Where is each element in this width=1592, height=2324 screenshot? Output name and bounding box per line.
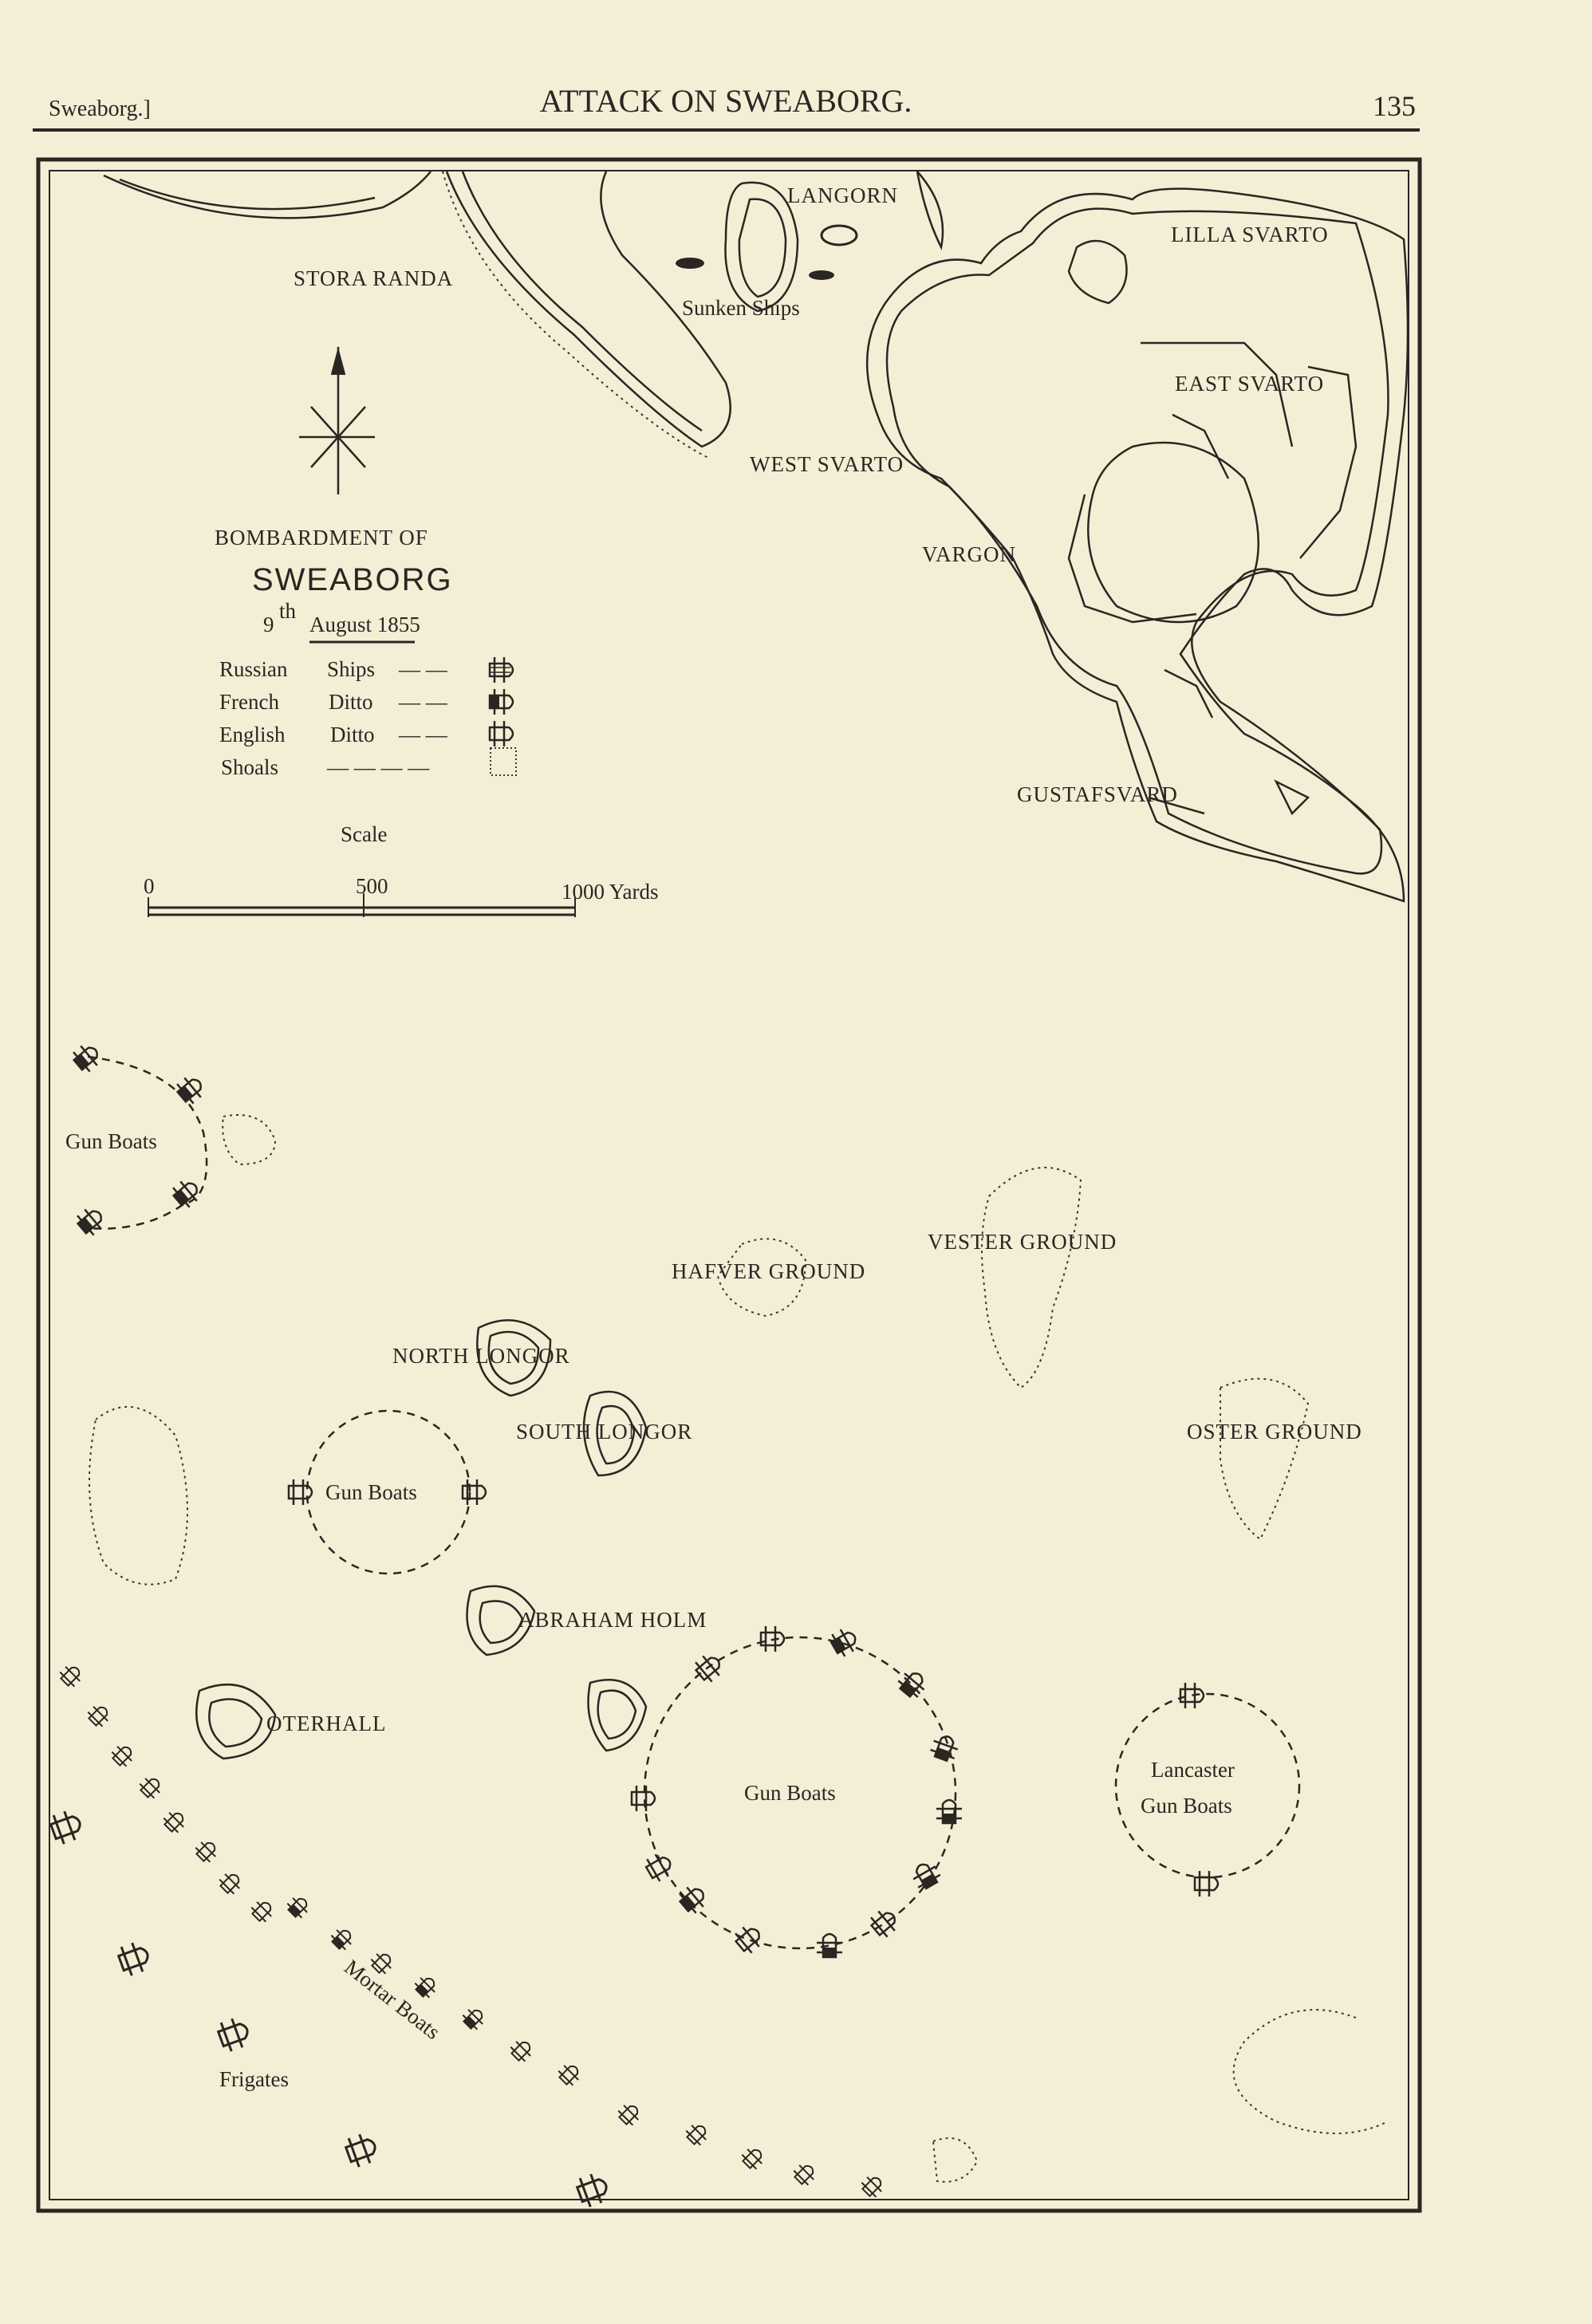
coastline-stora-randa (103, 171, 731, 459)
label-lancaster-gun-boats: Gun Boats (1141, 1794, 1232, 1818)
label-stora-randa: STORA RANDA (294, 266, 453, 290)
legend-row-russian: Russian Ships — — (219, 656, 514, 684)
label-gun-boats-west: Gun Boats (65, 1129, 157, 1153)
page-number: 135 (1373, 90, 1416, 122)
legend: Russian Ships — — French Ditto — — Engli… (219, 656, 517, 779)
label-east-svarto: EAST SVARTO (1175, 372, 1324, 396)
label-abraham-holm: ABRAHAM HOLM (518, 1608, 707, 1632)
gun-boats-south: Gun Boats (630, 1624, 963, 1959)
date-rest: August 1855 (309, 613, 420, 636)
gun-boats-center: Gun Boats (287, 1409, 487, 1575)
legend-kind: Ditto (330, 723, 375, 746)
label-hafver-ground: HAFVER GROUND (672, 1259, 865, 1283)
island-langorn (724, 171, 944, 313)
label-gustafsvard: GUSTAFSVARD (1017, 782, 1178, 806)
legend-nation: French (219, 690, 279, 714)
label-gun-boats-center: Gun Boats (325, 1480, 417, 1504)
label-oterhall: OTERHALL (266, 1711, 386, 1735)
scale-tick-500: 500 (356, 874, 388, 898)
shoals (89, 1114, 1389, 2183)
sunken-ships-markers (676, 224, 858, 280)
english-ship-icon (488, 719, 514, 748)
legend-dashes: — — (398, 690, 448, 714)
scale-bar: Scale 0 500 1000 Yards (144, 822, 659, 917)
date-day: 9 (263, 613, 274, 636)
legend-row-french: French Ditto — — (219, 687, 514, 716)
legend-dashes: — — — — (326, 755, 430, 779)
scale-label: Scale (341, 822, 387, 846)
label-south-longor: SOUTH LONGOR (516, 1420, 692, 1444)
label-gun-boats-south: Gun Boats (744, 1781, 836, 1805)
gun-boats-west: Gun Boats (65, 1039, 209, 1239)
label-west-svarto: WEST SVARTO (750, 452, 904, 476)
map-title-line1: BOMBARDMENT OF (215, 526, 428, 549)
legend-kind: Ditto (329, 690, 373, 714)
label-langorn: LANGORN (787, 183, 898, 207)
compass-rose-icon (299, 347, 375, 494)
legend-row-shoals: Shoals — — — — (221, 747, 517, 779)
chapter-title: ATTACK ON SWEABORG. (540, 83, 912, 119)
shoal-icon (490, 747, 517, 776)
date-suffix: th (279, 599, 297, 623)
label-oster-ground: OSTER GROUND (1187, 1420, 1362, 1444)
legend-nation: English (219, 723, 286, 746)
legend-row-english: English Ditto — — (219, 719, 514, 748)
russian-ship-icon (488, 656, 514, 684)
lancaster-gun-boats: Lancaster Gun Boats (1114, 1681, 1301, 1898)
label-mortar-boats: Mortar Boats (340, 1955, 444, 2044)
legend-kind: Ships (327, 657, 375, 681)
scale-tick-1000: 1000 Yards (562, 880, 659, 904)
scale-tick-0: 0 (144, 874, 155, 898)
label-lilla-svarto: LILLA SVARTO (1171, 223, 1329, 246)
running-head: Sweaborg.] (49, 97, 151, 121)
label-lancaster: Lancaster (1151, 1758, 1235, 1782)
frigates: Frigates (46, 1806, 613, 2211)
map-outer-frame (36, 157, 1422, 2213)
legend-dashes: — — (398, 723, 448, 746)
label-sunken-ships: Sunken Ships (682, 296, 800, 320)
mortar-boats-line: Mortar Boats (56, 1660, 888, 2201)
map-inner-frame (49, 170, 1409, 2200)
legend-nation: Russian (219, 657, 288, 681)
label-vester-ground: VESTER GROUND (928, 1230, 1117, 1254)
label-vargon: VARGON (922, 542, 1016, 566)
legend-dashes: — — (398, 657, 448, 681)
map-title-line2: SWEABORG (252, 562, 453, 597)
label-frigates: Frigates (219, 2067, 289, 2091)
legend-nation: Shoals (221, 755, 278, 779)
label-north-longor: NORTH LONGOR (392, 1344, 570, 1368)
small-islands (195, 1319, 648, 1760)
french-ship-icon (488, 687, 514, 716)
fortress-islands (865, 187, 1409, 903)
